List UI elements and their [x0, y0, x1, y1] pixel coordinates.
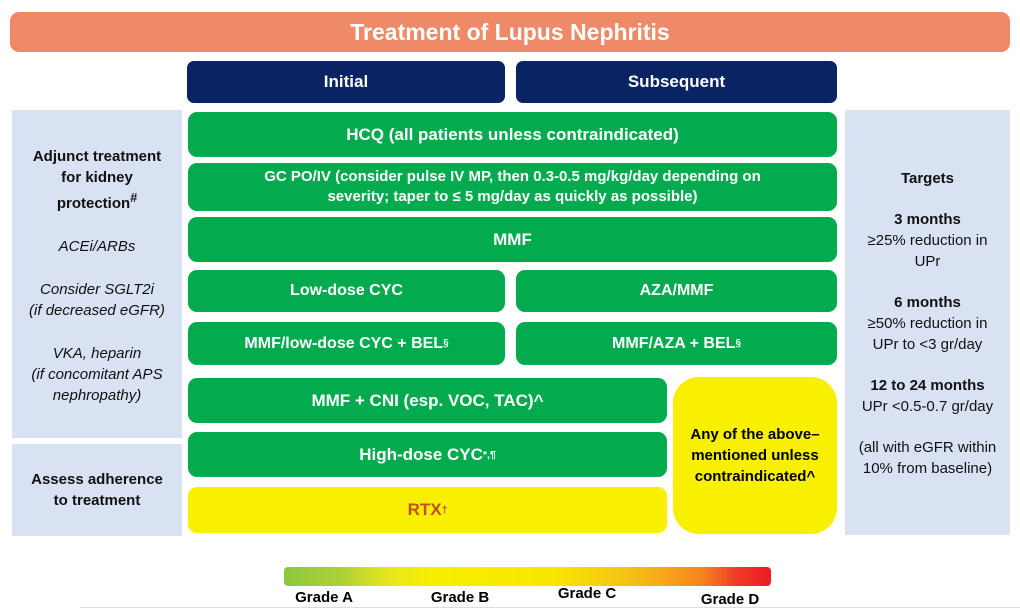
grade-c-label: Grade C — [557, 585, 617, 602]
mmf-low-cyc-bel-label: MMF/low-dose CYC + BEL — [244, 334, 444, 352]
adjunct-item-acei-arbs: ACEi/ARBs — [58, 238, 136, 255]
target-12-24-months-label: 12 to 24 months — [870, 377, 985, 394]
column-header-subsequent: Subsequent — [516, 61, 837, 103]
target-12-24-months-value: UPr <0.5-0.7 gr/day — [861, 398, 994, 415]
treatment-bar-aza-mmf: AZA/MMF — [516, 270, 837, 312]
high-dose-cyc-label: High-dose CYC — [359, 444, 483, 464]
any-of-above-box: Any of the above– mentioned unless contr… — [673, 377, 837, 534]
treatment-bar-high-dose-cyc: High-dose CYC *,¶ — [188, 432, 667, 477]
adjunct-item-sglt2i: Consider SGLT2i (if decreased eGFR) — [29, 281, 165, 319]
adjunct-heading-footnote-mark: # — [130, 191, 138, 205]
column-header-initial: Initial — [187, 61, 505, 103]
treatment-bar-rtx: RTX † — [188, 487, 667, 533]
treatment-bar-gc: GC PO/IV (consider pulse IV MP, then 0.3… — [188, 163, 837, 211]
adjunct-treatment-panel: Adjunct treatment for kidney protection#… — [12, 110, 182, 438]
treatment-bar-hcq: HCQ (all patients unless contraindicated… — [188, 112, 837, 157]
grade-b-label: Grade B — [430, 589, 490, 606]
rtx-label: RTX — [407, 500, 442, 519]
target-6-months-label: 6 months — [894, 294, 961, 311]
mmf-aza-bel-label: MMF/AZA + BEL — [612, 334, 736, 352]
treatment-bar-mmf-aza-bel: MMF/AZA + BEL§ — [516, 322, 837, 365]
treatment-bar-mmf: MMF — [188, 217, 837, 262]
adjunct-item-vka-heparin: VKA, heparin (if concomitant APS nephrop… — [31, 345, 163, 404]
treatment-bar-mmf-cni: MMF + CNI (esp. VOC, TAC)^ — [188, 378, 667, 423]
target-3-months-label: 3 months — [894, 211, 961, 228]
grade-gradient-bar — [284, 567, 771, 586]
adjunct-heading-text: Adjunct treatment for kidney protection — [32, 148, 162, 212]
targets-heading: Targets — [900, 170, 955, 187]
adjunct-panel-heading: Adjunct treatment for kidney protection# — [20, 146, 174, 214]
bottom-divider-line — [80, 607, 1020, 608]
targets-panel: Targets 3 months ≥25% reduction in UPr 6… — [845, 110, 1010, 535]
grade-d-label: Grade D — [700, 591, 760, 608]
targets-egfr-note: (all with eGFR within 10% from baseline) — [858, 439, 997, 477]
treatment-bar-low-dose-cyc: Low-dose CYC — [188, 270, 505, 312]
grade-a-label: Grade A — [295, 589, 353, 606]
adherence-panel: Assess adherence to treatment — [12, 444, 182, 536]
target-6-months-value: ≥50% reduction in UPr to <3 gr/day — [867, 315, 988, 353]
figure-title: Treatment of Lupus Nephritis — [10, 12, 1010, 52]
any-of-above-text: Any of the above– mentioned unless contr… — [690, 426, 820, 485]
treatment-bar-mmf-low-cyc-bel: MMF/low-dose CYC + BEL§ — [188, 322, 505, 365]
target-3-months-value: ≥25% reduction in UPr — [867, 232, 988, 270]
